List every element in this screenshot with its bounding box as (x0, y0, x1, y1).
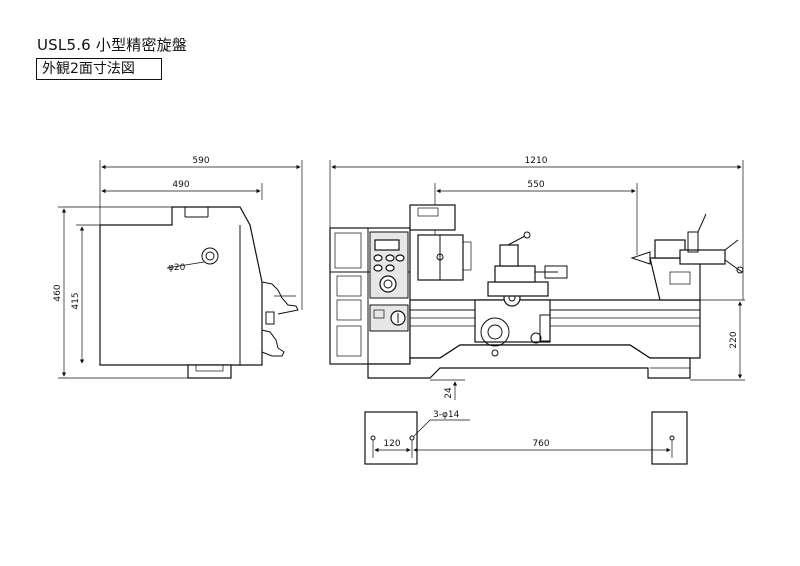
dim-foot-height: 24 (444, 387, 454, 399)
dim-center-distance: 550 (527, 180, 544, 190)
dim-overall-height: 460 (53, 284, 63, 301)
foot-hole-spec: 3-φ14 (433, 410, 460, 420)
drawing-subtitle: 外観2面寸法図 (36, 58, 162, 80)
dim-hole-pitch-large: 760 (532, 439, 549, 449)
dim-hole-pitch-small: 120 (383, 439, 400, 449)
drawing-title: USL5.6 小型精密旋盤 (37, 36, 188, 54)
dim-overall-length: 1210 (525, 156, 548, 166)
dim-overall-width: 590 (192, 156, 209, 166)
front-view: 1210 550 220 24 (329, 156, 745, 400)
dim-body-height: 415 (71, 292, 81, 309)
dim-center-height: 220 (729, 331, 739, 348)
dim-body-width: 490 (172, 180, 189, 190)
side-hole-label: φ20 (168, 263, 186, 273)
side-view: 590 490 460 415 φ20 (53, 156, 303, 379)
foot-plan: 120 760 3-φ14 (364, 410, 688, 465)
